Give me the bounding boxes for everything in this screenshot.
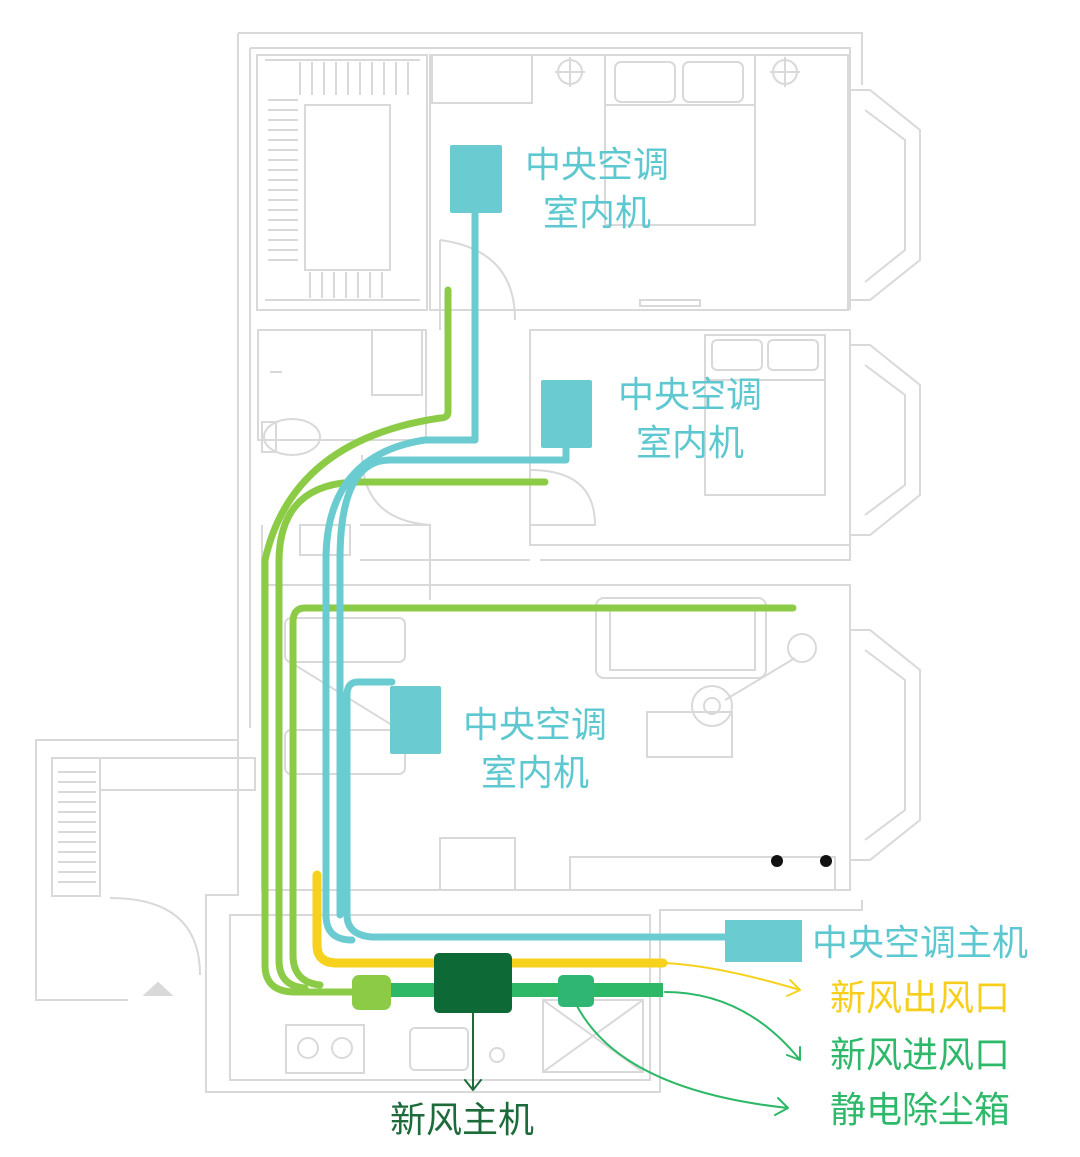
fresh-outlet-duct <box>312 870 668 968</box>
ac-indoor-label-3: 中央空调 室内机 <box>450 702 620 798</box>
ac-pipes <box>322 208 729 944</box>
ac-indoor-label-3-line1: 中央空调 <box>462 705 607 746</box>
wall-dot-1 <box>771 855 783 867</box>
ac-host-unit <box>725 920 802 962</box>
fresh-inlet-label: 新风进风口 <box>830 1035 1011 1076</box>
fresh-supply-junction <box>352 975 391 1010</box>
floor-plan-walls <box>35 32 921 1093</box>
leader-lines <box>464 962 801 1116</box>
supply-duct-living <box>289 604 797 989</box>
supply-duct-corridor <box>275 478 549 992</box>
fresh-host-label: 新风主机 <box>390 1100 535 1141</box>
dust-box-unit <box>558 975 594 1007</box>
ac-indoor-label-2-line1: 中央空调 <box>617 375 762 416</box>
ac-indoor-label-2: 中央空调 室内机 <box>605 372 775 468</box>
ac-host-label: 中央空调主机 <box>812 923 1029 964</box>
ac-indoor-unit-1 <box>450 145 502 213</box>
fresh-air-supply-ducts <box>261 286 797 996</box>
ac-indoor-label-1: 中央空调 室内机 <box>512 142 682 238</box>
dust-box-arrow <box>575 1003 789 1116</box>
ac-indoor-label-1-line2: 室内机 <box>542 193 651 234</box>
wardrobe-hangers <box>58 62 409 883</box>
ac-pipe-bedroom2 <box>336 444 570 919</box>
ac-indoor-unit-3 <box>390 686 441 754</box>
host-arrow <box>464 1012 482 1091</box>
ac-pipe-living <box>343 678 729 941</box>
dust-box-label: 静电除尘箱 <box>830 1090 1011 1131</box>
outlet-arrow <box>664 962 801 997</box>
wall-dot-2 <box>820 855 832 867</box>
inlet-arrow <box>664 991 801 1061</box>
fresh-outlet-label: 新风出风口 <box>830 978 1011 1019</box>
ac-indoor-label-1-line1: 中央空调 <box>524 145 669 186</box>
fresh-air-host-unit <box>434 953 512 1013</box>
ac-indoor-unit-2 <box>541 380 592 448</box>
ac-pipe-bedroom1 <box>322 208 479 944</box>
ac-indoor-label-2-line2: 室内机 <box>635 423 744 464</box>
ac-indoor-label-3-line2: 室内机 <box>480 753 589 794</box>
supply-duct-bedroom <box>261 286 452 996</box>
